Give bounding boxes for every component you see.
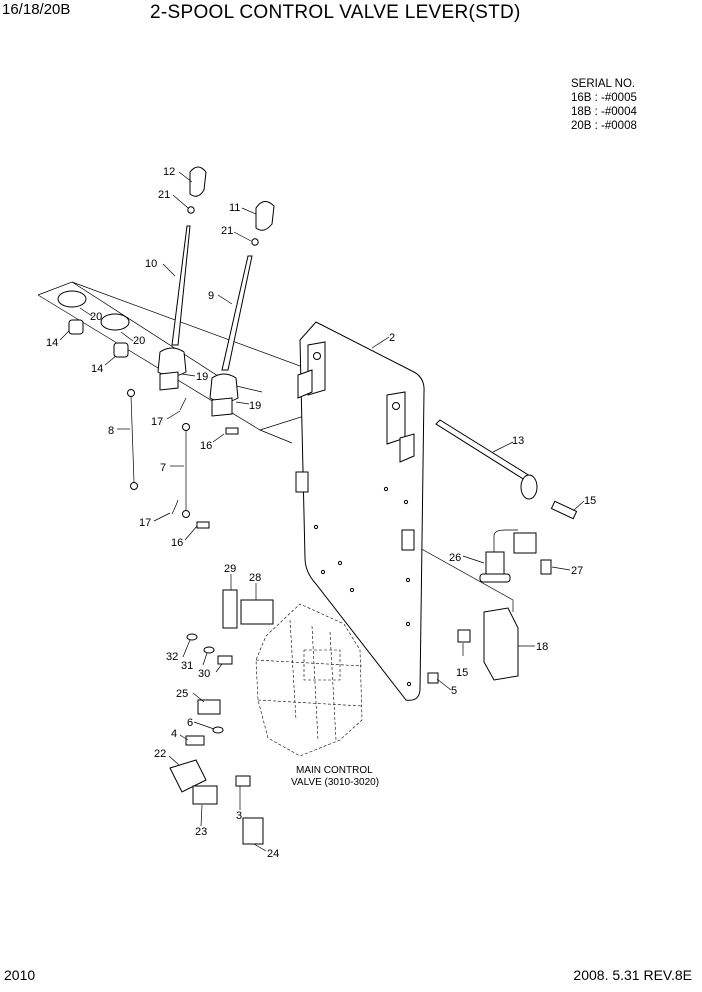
main-control-valve <box>255 603 363 757</box>
main-valve-label-line2: VALVE (3010-3020) <box>291 777 379 788</box>
callout-11: 11 <box>229 202 240 214</box>
callout-2: 2 <box>389 332 395 344</box>
callout-19: 19 <box>249 400 261 412</box>
serial-line-18b: 18B : -#0004 <box>571 106 637 118</box>
plugs-and-caps <box>57 290 130 358</box>
serial-line-20b: 20B : -#0008 <box>571 120 637 132</box>
callout-12: 12 <box>163 166 175 178</box>
callout-27: 27 <box>571 565 583 577</box>
linkage-rods <box>127 389 239 529</box>
callout-20: 20 <box>90 311 102 323</box>
callout-6: 6 <box>187 717 193 729</box>
serial-heading: SERIAL NO. <box>571 78 636 90</box>
callout-9: 9 <box>208 290 214 302</box>
construction-lines <box>37 281 514 612</box>
shaft-and-bolts <box>435 419 578 643</box>
model-label: 16/18/20B <box>2 1 71 18</box>
detent-block <box>222 589 274 629</box>
callout-28: 28 <box>249 572 261 584</box>
callout-31: 31 <box>181 660 193 672</box>
callout-7: 7 <box>160 462 166 474</box>
serial-number-block: SERIAL NO. 16B : -#0005 18B : -#0004 20B… <box>571 77 637 133</box>
page-title: 2-SPOOL CONTROL VALVE LEVER(STD) <box>150 2 521 23</box>
callout-17: 17 <box>151 416 163 428</box>
callout-20: 20 <box>133 335 145 347</box>
callout-21: 21 <box>158 189 170 201</box>
callout-16: 16 <box>200 440 212 452</box>
mounting-plate <box>295 321 425 701</box>
callout-13: 13 <box>512 435 524 447</box>
callout-25: 25 <box>176 688 188 700</box>
revision-date: 2008. 5.31 REV.8E <box>573 967 692 983</box>
callout-14: 14 <box>91 363 103 375</box>
main-valve-label-line1: MAIN CONTROL <box>296 765 373 776</box>
callout-15: 15 <box>456 667 468 679</box>
callout-22: 22 <box>154 748 166 760</box>
callout-3: 3 <box>236 810 242 822</box>
callout-numbers: 12 21 11 21 10 9 20 20 14 14 19 19 2 17 … <box>46 166 596 860</box>
page-number: 2010 <box>4 967 36 983</box>
callout-32: 32 <box>166 651 178 663</box>
callout-8: 8 <box>108 425 114 437</box>
sensor-and-bracket <box>427 529 552 684</box>
callout-26: 26 <box>449 552 461 564</box>
callout-5: 5 <box>451 685 457 697</box>
callout-14: 14 <box>46 337 58 349</box>
leader-lines <box>59 171 585 852</box>
callout-29: 29 <box>224 563 236 575</box>
serial-line-16b: 16B : -#0005 <box>571 92 637 104</box>
control-levers <box>157 166 275 417</box>
callout-15: 15 <box>584 495 596 507</box>
callout-17: 17 <box>139 517 151 529</box>
fittings <box>169 633 264 845</box>
callout-4: 4 <box>171 728 177 740</box>
callout-19: 19 <box>196 371 208 383</box>
callout-23: 23 <box>195 826 207 838</box>
main-valve-label: MAIN CONTROL VALVE (3010-3020) <box>291 765 379 788</box>
callout-16: 16 <box>171 537 183 549</box>
callout-24: 24 <box>267 848 279 860</box>
callout-30: 30 <box>198 668 210 680</box>
callout-21: 21 <box>221 225 233 237</box>
callout-18: 18 <box>536 641 548 653</box>
callout-10: 10 <box>145 258 157 270</box>
